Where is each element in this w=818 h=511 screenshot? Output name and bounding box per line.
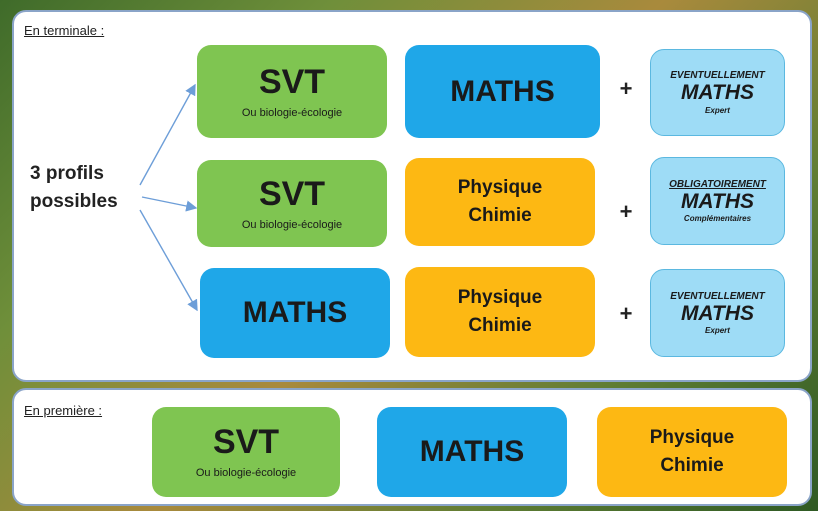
row3-maths-box: MATHS [200,268,390,358]
row1-maths-title: MATHS [450,74,555,108]
row3-option-top: EVENTUELLEMENT [670,290,765,302]
row2-svt-subtitle: Ou biologie-écologie [241,218,343,231]
row3-option-bottom: Expert [705,326,730,336]
row3-option-main: MATHS [680,301,755,325]
arrow-to-profile-2 [141,196,198,212]
premiere-maths-box: MATHS [377,407,567,497]
profiles-label: 3 profils possibles [30,160,118,215]
premiere-physique-line2: Chimie [660,455,724,476]
row2-svt-title: SVT [258,174,326,213]
row1-svt-subtitle: Ou biologie-écologie [241,106,343,119]
row2-physique-line1: Physique [457,176,543,198]
premiere-svt-box: SVT Ou biologie-écologie [152,407,340,497]
row2-option-main: MATHS [680,189,755,213]
terminale-label: En terminale : [24,23,105,38]
premiere-svt-title: SVT [212,423,280,461]
premiere-label: En première : [24,403,103,418]
premiere-maths-title: MATHS [419,435,525,468]
row3-plus: + [619,301,633,326]
row1-option-bottom: Expert [705,105,730,115]
row3-physique-box: Physique Chimie [405,267,595,357]
row1-svt-box: SVT Ou biologie-écologie [197,45,387,138]
premiere-physique-line1: Physique [649,426,735,448]
row1-maths-box: MATHS [405,45,600,138]
profiles-label-line1: 3 profils [30,163,104,184]
row2-physique-box: Physique Chimie [405,158,595,246]
row2-option-top: OBLIGATOIREMENT [669,178,766,190]
row3-maths-title: MATHS [242,296,348,329]
row1-option-top: EVENTUELLEMENT [670,70,765,82]
row2-option-bottom: Complémentaires [683,214,752,224]
row3-option-box: EVENTUELLEMENT MATHS Expert [650,269,785,357]
row2-option-box: OBLIGATOIREMENT MATHS Complémentaires [650,157,785,245]
row2-physique-line2: Chimie [468,205,532,226]
row1-svt-title: SVT [258,62,326,101]
profiles-label-line2: possibles [30,190,118,212]
row2-svt-box: SVT Ou biologie-écologie [197,160,387,247]
row3-physique-line2: Chimie [468,315,532,336]
row3-physique-line1: Physique [457,286,543,308]
arrow-to-profile-1 [139,83,196,186]
premiere-svt-subtitle: Ou biologie-écologie [195,467,297,479]
premiere-physique-box: Physique Chimie [597,407,787,497]
arrow-to-profile-3 [139,209,198,312]
row1-option-main: MATHS [680,81,755,105]
row2-plus: + [619,199,633,224]
row1-option-box: EVENTUELLEMENT MATHS Expert [650,49,785,136]
row1-plus: + [619,76,633,101]
